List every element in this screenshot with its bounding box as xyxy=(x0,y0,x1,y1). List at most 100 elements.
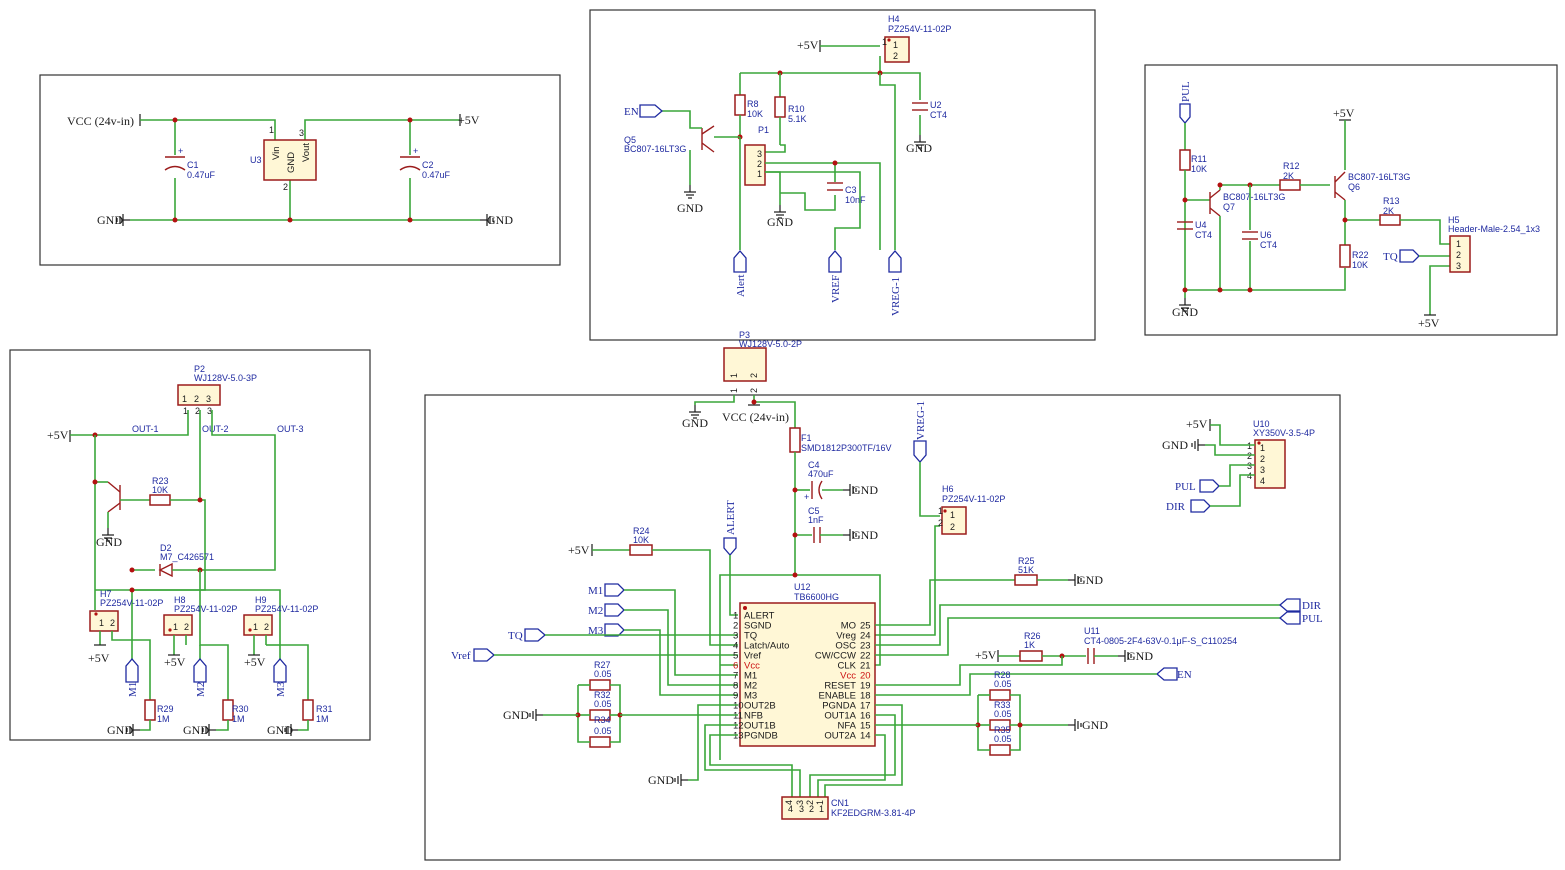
svg-text:CT4-0805-2F4-63V-0.1μF-S_C1102: CT4-0805-2F4-63V-0.1μF-S_C110254 xyxy=(1084,636,1237,646)
u12-pin-name: OUT1A xyxy=(824,711,856,722)
capacitor-c4[interactable]: C4 470uF + xyxy=(804,460,834,502)
capacitor-u6[interactable]: U6 CT4 xyxy=(1242,230,1277,250)
svg-text:R29: R29 xyxy=(157,704,174,714)
u12-pin-name: CLK xyxy=(838,661,857,672)
u12-pin-number: 7 xyxy=(733,671,738,682)
capacitor-u2[interactable]: U2 CT4 xyxy=(912,100,947,120)
capacitor-c2[interactable]: + C2 0.47uF xyxy=(399,146,451,180)
svg-text:2: 2 xyxy=(110,618,115,628)
resistor-r35[interactable]: R35 0.05 xyxy=(989,725,1012,756)
svg-text:+5V: +5V xyxy=(164,655,186,669)
svg-text:4: 4 xyxy=(788,804,793,814)
svg-text:1K: 1K xyxy=(1024,640,1035,650)
u12-pin-number: 2 xyxy=(733,621,738,632)
fuse-f1[interactable]: F1 SMD1812P300TF/16V xyxy=(789,427,892,453)
resistor-r24[interactable]: R24 10K xyxy=(629,526,653,556)
svg-text:H8: H8 xyxy=(174,595,186,605)
transistor-q5[interactable]: Q5 BC807-16LT3G xyxy=(624,125,740,154)
u12-pin-name: Vcc xyxy=(840,671,856,682)
capacitor-c3[interactable]: C3 10nF xyxy=(827,182,866,205)
svg-text:U2: U2 xyxy=(930,100,942,110)
u12-pin-name: MO xyxy=(841,621,856,632)
header-h5[interactable]: H5 Header-Male-2.54_1x3 123 xyxy=(1448,215,1540,273)
svg-text:R25: R25 xyxy=(1018,556,1035,566)
svg-text:P1: P1 xyxy=(758,125,769,135)
resistor-r11[interactable]: R11 10K xyxy=(1179,149,1207,174)
svg-text:+5V: +5V xyxy=(1418,316,1440,330)
u12-pin-name: ENABLE xyxy=(819,691,857,702)
u12-pin-name: SGND xyxy=(744,621,772,632)
svg-text:TQ: TQ xyxy=(508,630,523,642)
svg-text:2: 2 xyxy=(194,394,199,404)
vref-net-label: Vref xyxy=(451,650,471,662)
u12-pin-name: ALERT xyxy=(744,611,775,622)
resistor-r23[interactable]: R23 10K xyxy=(149,476,171,506)
header-h4[interactable]: H4 PZ254V-11-02P 12 1 xyxy=(882,14,951,63)
resistor-r25[interactable]: R25 51K xyxy=(1014,556,1038,586)
svg-text:GND: GND xyxy=(267,723,293,737)
resistor-r34[interactable]: R34 0.05 xyxy=(589,715,612,748)
u12-pin-number: 20 xyxy=(860,671,871,682)
u12-pin-name: TQ xyxy=(744,631,757,642)
driver-ic-u12[interactable]: U12 TB6600HG xyxy=(739,582,876,747)
capacitor-c5[interactable]: C5 1nF xyxy=(808,506,824,543)
connector-cn1[interactable]: CN1 KF2EDGRM-3.81-4P 4 3 2 1 4 3 2 1 xyxy=(781,796,916,820)
svg-text:GND: GND xyxy=(852,528,878,542)
header-h6[interactable]: H6 PZ254V-11-02P 12 1 2 xyxy=(938,484,1005,535)
svg-text:M3: M3 xyxy=(588,625,604,637)
svg-text:H9: H9 xyxy=(255,595,267,605)
svg-text:10K: 10K xyxy=(1191,164,1207,174)
svg-text:10K: 10K xyxy=(152,485,168,495)
connector-p1[interactable]: P1 321 xyxy=(744,125,769,186)
svg-text:R23: R23 xyxy=(152,476,169,486)
svg-text:2: 2 xyxy=(184,622,189,632)
svg-text:0.05: 0.05 xyxy=(594,669,612,679)
svg-text:GND: GND xyxy=(682,416,708,430)
resistor-r30[interactable]: R30 1M xyxy=(222,699,249,724)
diode-d2[interactable]: D2 M7_C426571 xyxy=(158,543,214,578)
svg-text:4: 4 xyxy=(1260,476,1265,486)
resistor-r13[interactable]: R13 2K xyxy=(1379,196,1401,226)
svg-text:1: 1 xyxy=(253,622,258,632)
capacitor-u11[interactable]: U11 CT4-0805-2F4-63V-0.1μF-S_C110254 xyxy=(1084,626,1237,664)
frame-outputs xyxy=(9,349,371,741)
svg-text:1: 1 xyxy=(1456,239,1461,249)
resistor-r12[interactable]: R12 2K xyxy=(1279,161,1301,191)
transistor-q7[interactable]: BC807-16LT3G Q7 xyxy=(1209,189,1285,217)
regulator-u3[interactable]: U3 Vin GND Vout 1 3 2 xyxy=(250,125,317,192)
en-net-label: EN xyxy=(624,106,639,118)
alert-net-label: Alert xyxy=(735,274,747,297)
capacitor-u4[interactable]: U4 CT4 xyxy=(1177,220,1212,240)
svg-text:F1: F1 xyxy=(801,433,812,443)
capacitor-c1[interactable]: + C1 0.47uF xyxy=(164,146,216,180)
svg-text:0.05: 0.05 xyxy=(594,726,612,736)
p5v-net-label: +5V xyxy=(458,113,480,127)
resistor-r22[interactable]: R22 10K xyxy=(1339,244,1369,270)
svg-text:SMD1812P300TF/16V: SMD1812P300TF/16V xyxy=(801,443,892,453)
svg-text:R34: R34 xyxy=(594,715,611,725)
u12-pin-name: NFA xyxy=(838,721,857,732)
transistor-q6[interactable]: BC807-16LT3G Q6 xyxy=(1334,171,1410,201)
svg-text:3: 3 xyxy=(757,149,762,159)
svg-text:GND: GND xyxy=(107,723,133,737)
resistor-r27[interactable]: R27 0.05 xyxy=(589,660,612,691)
connector-p3[interactable]: P3 WJ128V-5.0-2P 1 2 1 2 xyxy=(723,330,802,393)
svg-text:U6: U6 xyxy=(1260,230,1272,240)
transistor-q-out[interactable] xyxy=(107,481,121,513)
resistor-r26[interactable]: R26 1K xyxy=(1019,631,1043,662)
svg-text:GND: GND xyxy=(96,535,122,549)
svg-text:1: 1 xyxy=(182,394,187,404)
gnd-label: GND xyxy=(97,213,123,227)
svg-text:PUL: PUL xyxy=(1175,481,1196,493)
svg-text:+: + xyxy=(178,146,183,156)
resistor-r28[interactable]: R28 0.05 xyxy=(989,670,1012,701)
svg-text:1M: 1M xyxy=(232,714,245,724)
frame-regulator xyxy=(39,74,561,266)
svg-text:2: 2 xyxy=(805,800,815,805)
svg-text:U10: U10 xyxy=(1253,419,1270,429)
